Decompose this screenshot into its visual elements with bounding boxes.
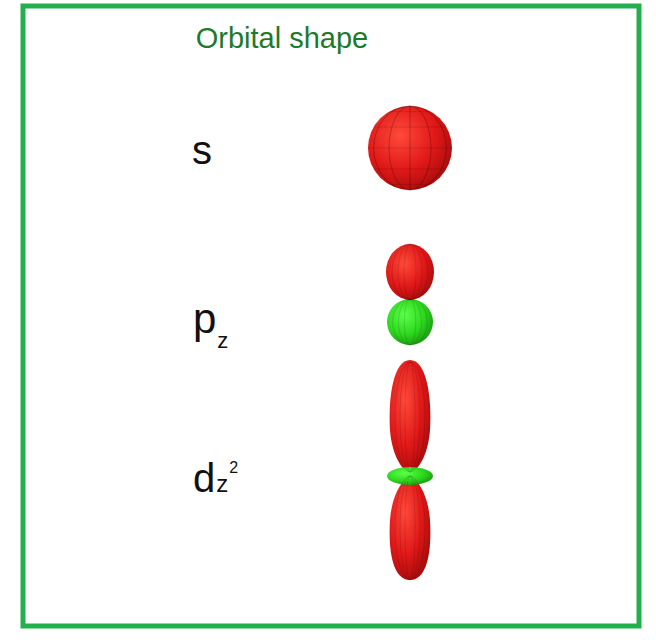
p-orbital xyxy=(386,244,434,345)
orbital-letter: d xyxy=(193,458,215,498)
mesh-line xyxy=(398,244,422,300)
superscript: 2 xyxy=(229,460,238,476)
orbital-letter: p xyxy=(193,298,216,340)
subscript: z xyxy=(216,472,228,496)
panel-title: Orbital shape xyxy=(196,24,369,53)
mesh-line xyxy=(393,299,428,345)
mesh-line xyxy=(368,148,452,149)
mesh-line xyxy=(399,299,422,345)
mesh-line xyxy=(374,169,447,170)
mesh-line xyxy=(392,244,428,300)
mesh-line xyxy=(395,362,425,472)
panel-border xyxy=(23,6,639,626)
orbital-letter: s xyxy=(192,130,212,170)
d-orbital xyxy=(387,360,433,580)
mesh-line xyxy=(404,299,416,345)
mesh-line xyxy=(389,106,431,190)
mesh-line xyxy=(400,362,420,472)
mesh-line xyxy=(405,476,415,580)
subscript: z xyxy=(217,330,228,352)
mesh-line xyxy=(389,184,431,185)
mesh-lines xyxy=(368,106,452,580)
mesh-line xyxy=(405,362,415,472)
s-orbital xyxy=(368,106,452,190)
mesh-line xyxy=(404,244,416,300)
mesh-line xyxy=(395,476,425,580)
mesh-line xyxy=(374,106,447,190)
mesh-line xyxy=(400,476,420,580)
